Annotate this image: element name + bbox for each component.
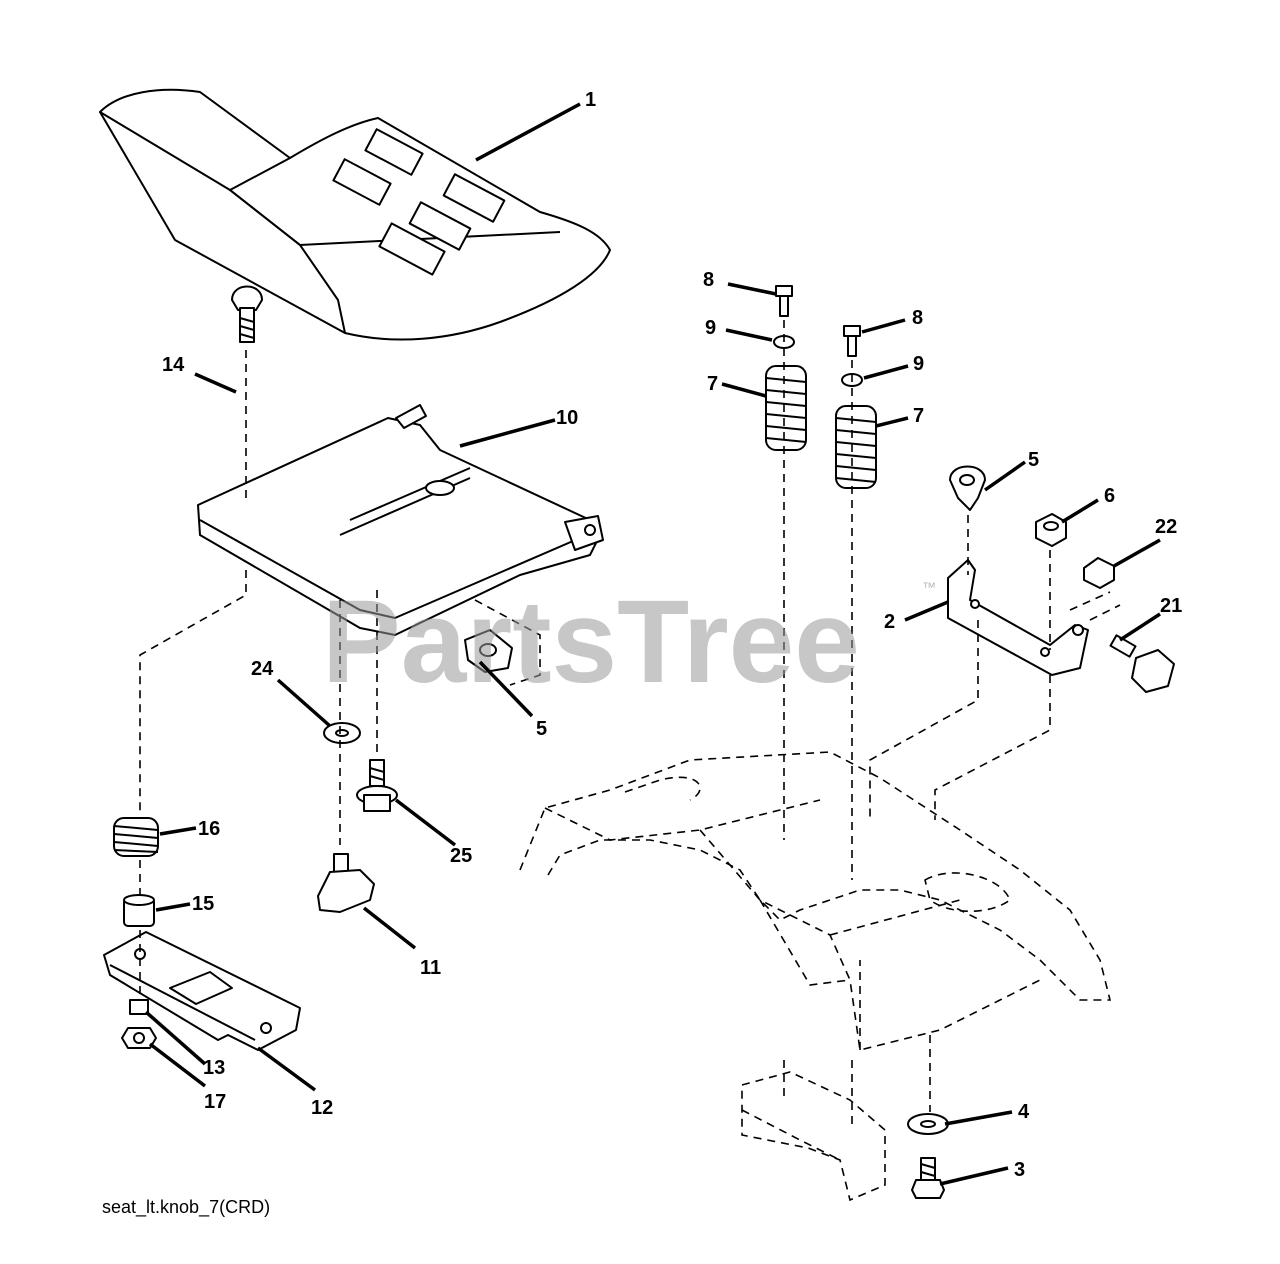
nut-22-part: [1083, 557, 1115, 589]
nut-17-part: [121, 1027, 157, 1049]
bushing-part: [123, 894, 155, 927]
callout-9-right: 9: [913, 353, 924, 375]
callout-11: 11: [420, 957, 441, 979]
bolt-8-right-part: [843, 325, 861, 357]
callout-8-right: 8: [912, 307, 923, 329]
hex-bolt-21-part: [1109, 634, 1175, 693]
clip-right-part: [949, 465, 986, 511]
callout-labels: 1 2 3 4 5 5 6 7 7 8 8 9 9 10 11 12 13 14…: [162, 89, 1182, 1181]
knob-part: [317, 853, 375, 913]
callout-9-left: 9: [705, 317, 716, 339]
callout-14: 14: [162, 354, 185, 376]
seat-bracket-part: [947, 559, 1089, 676]
callout-7-left: 7: [707, 373, 718, 395]
nut-6-part: [1035, 513, 1067, 547]
spring-7-right-part: [835, 405, 877, 489]
carriage-bolt-part: [231, 285, 263, 343]
callout-6: 6: [1104, 485, 1115, 507]
callout-10: 10: [556, 407, 578, 429]
washer-4-part: [907, 1113, 949, 1135]
tractor-frame-outline: [519, 751, 1112, 1202]
callout-13: 13: [203, 1057, 225, 1079]
washer-24-part: [323, 722, 361, 744]
callout-17: 17: [204, 1091, 226, 1113]
callout-25: 25: [450, 845, 472, 867]
callout-8-left: 8: [703, 269, 714, 291]
callout-3: 3: [1014, 1159, 1025, 1181]
watermark-trademark: ™: [922, 579, 936, 595]
spring-16-part: [113, 817, 159, 857]
clip-left-part: [464, 629, 513, 673]
nut-13-part: [129, 999, 149, 1015]
callout-15: 15: [192, 893, 214, 915]
callout-4: 4: [1018, 1101, 1030, 1123]
callout-16: 16: [198, 818, 220, 840]
shoulder-bolt-part: [356, 759, 398, 812]
callout-5-left: 5: [536, 718, 547, 740]
callout-21: 21: [1160, 595, 1182, 617]
callout-2: 2: [884, 611, 895, 633]
watermark-text: PartsTree: [322, 576, 860, 708]
callout-leaders: [144, 102, 1161, 1186]
assembly-guide-lines: [139, 320, 1121, 1130]
spring-7-left-part: [765, 365, 807, 451]
callout-12: 12: [311, 1097, 333, 1119]
bolt-3-part: [911, 1157, 945, 1199]
seat-pan-part: [197, 404, 604, 636]
callout-22: 22: [1155, 516, 1177, 538]
callout-1: 1: [585, 89, 596, 111]
callout-5-right: 5: [1028, 449, 1039, 471]
diagram-caption: seat_lt.knob_7(CRD): [102, 1197, 270, 1218]
callout-7-right: 7: [913, 405, 924, 427]
seat-part: [99, 88, 611, 341]
bolt-8-left-part: [775, 285, 793, 317]
callout-24: 24: [251, 658, 274, 680]
